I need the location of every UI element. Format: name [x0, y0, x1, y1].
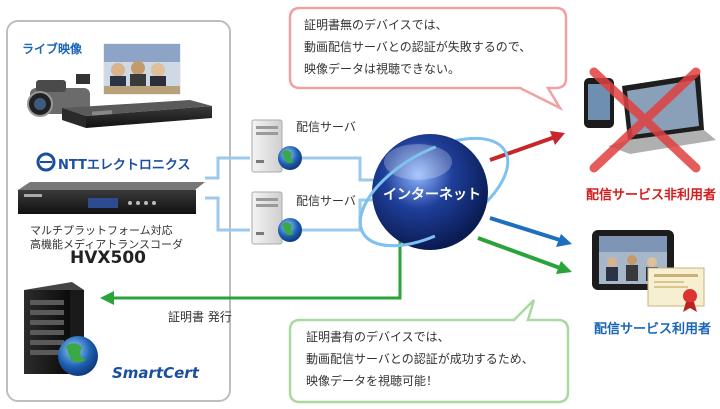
certificate-icon	[647, 267, 705, 312]
bubble-fail-line2: 動画配信サーバとの認証が失敗するので、	[304, 40, 532, 54]
product-name: HVX500	[70, 248, 146, 268]
smartphone-icon	[584, 78, 614, 128]
server-2	[251, 191, 302, 245]
live-video-photo	[103, 43, 181, 95]
smartcert-logo-text: SmartCert	[112, 364, 199, 382]
red-arrow	[489, 131, 565, 162]
server-1	[251, 119, 302, 173]
bubble-success-line3: 映像データを視聴可能！	[306, 374, 439, 388]
bubble-success-shape	[288, 299, 570, 404]
certificate-issue-label: 証明書 発行	[168, 310, 232, 324]
server-1-label: 配信サーバ	[296, 120, 356, 134]
live-video-label: ライブ映像	[22, 42, 83, 56]
bubble-fail-line1: 証明書無のデバイスでは、	[304, 18, 448, 32]
denied-x-icon	[589, 67, 701, 173]
internet-globe	[358, 134, 510, 250]
ntt-logo-icon	[36, 152, 56, 172]
green-arrow	[477, 236, 572, 274]
bubble-fail-shape	[288, 6, 568, 112]
rack-unit-top	[62, 100, 212, 128]
ntt-logo-text: NTTエレクトロニクス	[58, 158, 191, 173]
non-user-label: 配信サービス非利用者	[586, 188, 717, 203]
internet-label: インターネット	[383, 187, 481, 203]
blue-arrow	[489, 216, 572, 247]
server-2-label: 配信サーバ	[296, 194, 356, 208]
product-description-line1: マルチプラットフォーム対応	[30, 224, 173, 237]
smartcert-server-icon	[24, 282, 98, 376]
hvx500-unit	[18, 182, 205, 214]
user-label: 配信サービス利用者	[594, 322, 712, 337]
product-description-line2: 高機能メディアトランスコーダ	[30, 238, 184, 251]
certificate-issue-arrow	[100, 238, 402, 305]
bubble-success-line2: 動画配信サーバとの認証が成功するため、	[306, 352, 534, 366]
bubble-success-line1: 証明書有のデバイスでは、	[306, 330, 450, 344]
bubble-fail-line3: 映像データは視聴できない。	[304, 62, 461, 76]
